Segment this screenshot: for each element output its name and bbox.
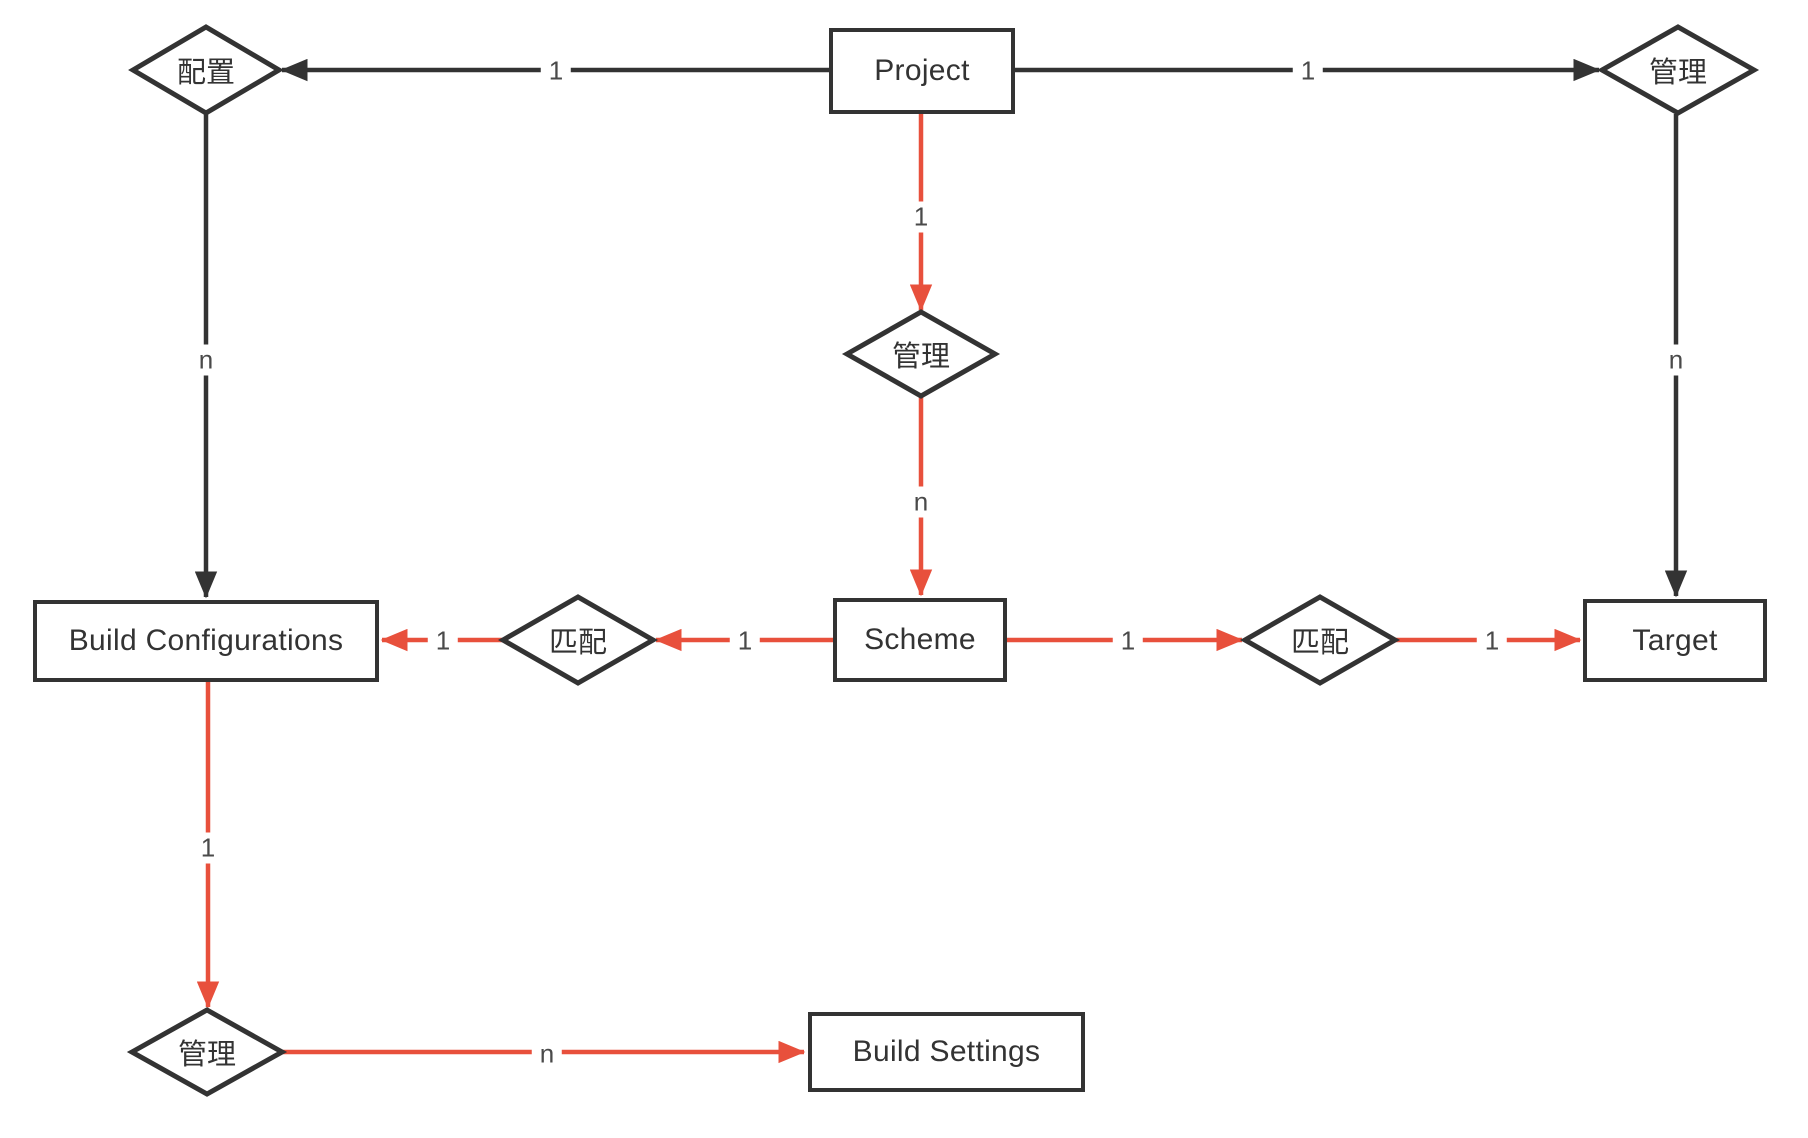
entity-build-settings: Build Settings (808, 1012, 1085, 1092)
cardinality-project-manage-right: 1 (1292, 55, 1324, 87)
entity-project: Project (829, 28, 1015, 114)
relation-diamond-manage-bottom (126, 1007, 288, 1097)
cardinality-project-manage-center: 1 (905, 201, 937, 233)
cardinality-manage-bottom-build-settings: n (531, 1038, 563, 1070)
cardinality-scheme-match-left: 1 (729, 625, 761, 657)
cardinality-configure-build-configurations: n (190, 344, 222, 376)
cardinality-manage-right-target: n (1660, 344, 1692, 376)
relation-diamond-match-right (1239, 594, 1401, 686)
entity-build-configurations-label: Build Configurations (68, 624, 344, 657)
entity-build-configurations: Build Configurations (33, 600, 379, 682)
relation-diamond-manage-center (841, 309, 1001, 399)
cardinality-build-configurations-manage-bottom: 1 (192, 832, 224, 864)
entity-scheme-label: Scheme (864, 623, 976, 656)
cardinality-manage-center-scheme: n (905, 486, 937, 518)
entity-project-label: Project (874, 54, 970, 87)
entity-build-settings-label: Build Settings (852, 1035, 1041, 1068)
relation-diamond-configure-top-left (128, 24, 284, 116)
relation-diamond-match-left (497, 594, 659, 686)
entity-scheme: Scheme (833, 598, 1007, 682)
cardinality-scheme-match-right: 1 (1112, 625, 1144, 657)
entity-target: Target (1583, 599, 1767, 682)
cardinality-project-configure: 1 (540, 55, 572, 87)
cardinality-match-left-build-configurations: 1 (427, 625, 459, 657)
entity-target-label: Target (1632, 623, 1718, 657)
relation-diamond-manage-top-right (1596, 24, 1760, 116)
cardinality-match-right-target: 1 (1476, 625, 1508, 657)
